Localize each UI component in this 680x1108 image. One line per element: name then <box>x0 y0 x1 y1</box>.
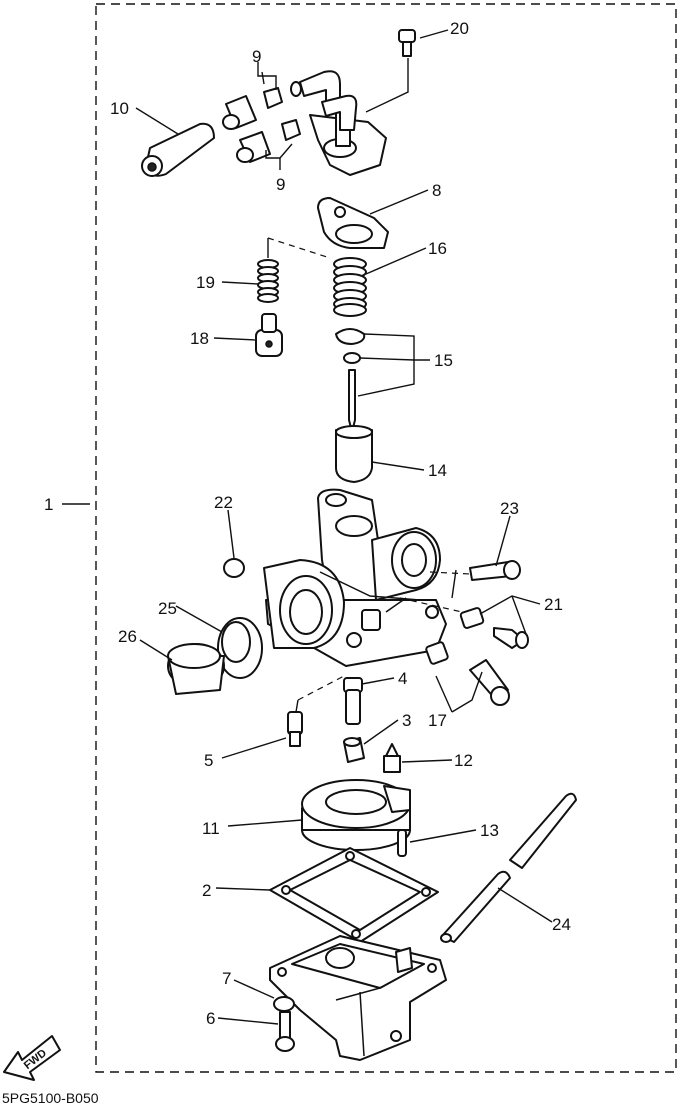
part-8-plate <box>317 197 389 249</box>
part-26-ring <box>167 643 225 695</box>
callout-9-top: 9 <box>252 47 262 66</box>
part-13-pin <box>397 829 407 857</box>
callout-6: 6 <box>206 1009 216 1028</box>
part-10-pipe <box>141 122 215 177</box>
part-16-spring <box>333 257 367 317</box>
part-7-washer <box>273 996 295 1012</box>
part-21-screw-set <box>459 607 529 649</box>
part-20-screw <box>398 29 416 57</box>
diagram-code: 5PG5100-B050 <box>2 1090 99 1106</box>
part-17-screw-set <box>425 641 510 706</box>
part-5-jet <box>287 711 303 747</box>
callout-1: 1 <box>44 495 54 514</box>
callout-2: 2 <box>202 881 212 900</box>
callout-17: 17 <box>428 711 447 730</box>
float-bowl <box>269 935 447 1061</box>
part-25-ring <box>217 617 263 679</box>
part-14-throttle-valve <box>335 425 373 483</box>
callout-10: 10 <box>110 99 129 118</box>
callout-12: 12 <box>454 751 473 770</box>
part-22-nut <box>223 558 245 578</box>
callout-20: 20 <box>450 19 469 38</box>
part-4-jet <box>343 677 363 725</box>
part-15-needle-set <box>335 328 366 433</box>
callout-4: 4 <box>398 669 408 688</box>
callout-9-bottom: 9 <box>276 175 286 194</box>
callout-22: 22 <box>214 493 233 512</box>
part-23-screw <box>469 560 521 581</box>
callout-21: 21 <box>544 595 563 614</box>
callout-24: 24 <box>552 915 571 934</box>
callout-13: 13 <box>480 821 499 840</box>
leader-lines <box>62 29 553 1025</box>
callout-26: 26 <box>118 627 137 646</box>
callout-19: 19 <box>196 273 215 292</box>
part-11-float <box>301 779 411 851</box>
fwd-arrow-icon: FWD <box>3 1035 61 1081</box>
part-3-jet <box>343 737 365 763</box>
part-18-plunger <box>255 313 283 357</box>
callout-18: 18 <box>190 329 209 348</box>
part-9-caps <box>222 87 301 163</box>
callout-8: 8 <box>432 181 442 200</box>
callout-15: 15 <box>434 351 453 370</box>
callout-11: 11 <box>202 819 220 838</box>
part-2-gasket <box>269 847 439 943</box>
callout-7: 7 <box>222 969 232 988</box>
callout-25: 25 <box>158 599 177 618</box>
callout-23: 23 <box>500 499 519 518</box>
assembly-frame <box>95 3 677 1073</box>
part-6-screw <box>275 1011 295 1052</box>
part-12-float-valve <box>383 743 401 773</box>
part-8-cover-elbow <box>290 70 387 176</box>
callout-14: 14 <box>428 461 447 480</box>
part-24-tube <box>440 792 577 943</box>
callout-3: 3 <box>402 711 412 730</box>
part-19-spring <box>257 259 279 303</box>
carburetor-body <box>263 488 447 667</box>
callout-5: 5 <box>204 751 214 770</box>
callout-16: 16 <box>428 239 447 258</box>
